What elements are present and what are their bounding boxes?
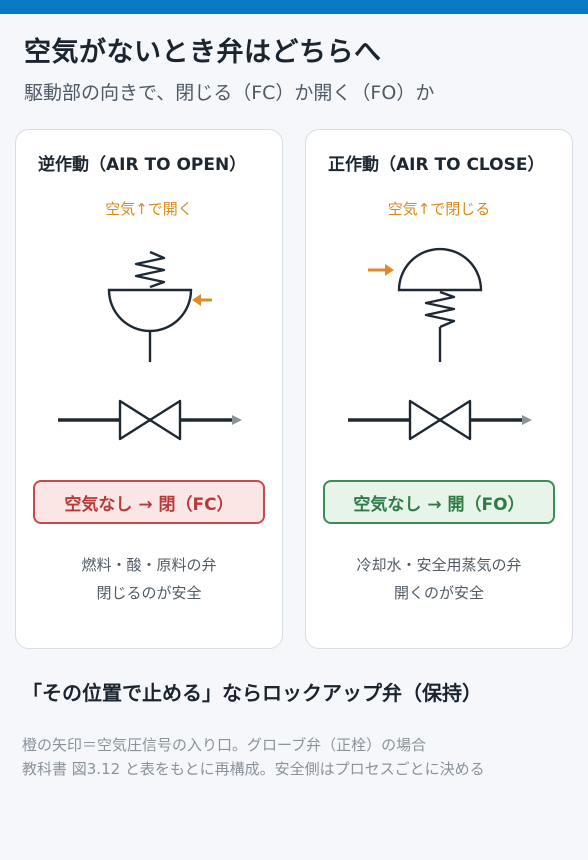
footnote-line: 橙の矢印＝空気圧信号の入り口。グローブ弁（正栓）の場合 (22, 736, 427, 754)
diaphragm-actuator-icon (107, 288, 193, 333)
footnote-line: 教科書 図3.12 と表をもとに再構成。安全側はプロセスごとに決める (22, 760, 485, 778)
card-title: 正作動（AIR TO CLOSE） (328, 155, 545, 175)
lockup-valve-note: 「その位置で止める」ならロックアップ弁（保持） (22, 681, 482, 705)
air-action-note: 空気↑で開く (105, 200, 193, 218)
card-title: 逆作動（AIR TO OPEN） (38, 155, 247, 175)
application-text: 燃料・酸・原料の弁 閉じるのが安全 (16, 551, 282, 607)
fail-closed-badge: 空気なし → 閉（FC） (33, 480, 265, 524)
application-line: 燃料・酸・原料の弁 (81, 556, 217, 574)
direct-acting-card: 正作動（AIR TO CLOSE） 空気↑で閉じる 空気なし → 開（FO） 冷… (305, 129, 573, 649)
spring-icon (134, 250, 166, 289)
flow-arrow-icon (232, 415, 242, 425)
spring-icon (424, 290, 456, 329)
reverse-acting-card: 逆作動（AIR TO OPEN） 空気↑で開く 空気なし → 閉（FC） 燃料・… (15, 129, 283, 649)
flow-arrow-icon (522, 415, 532, 425)
application-line: 閉じるのが安全 (96, 584, 202, 602)
reverse-acting-diagram (58, 250, 242, 441)
valve-body-icon (408, 399, 442, 441)
application-line: 冷却水・安全用蒸気の弁 (356, 556, 522, 574)
page-subtitle: 駆動部の向きで、閉じる（FC）か開く（FO）か (24, 82, 435, 104)
footnote: 橙の矢印＝空気圧信号の入り口。グローブ弁（正栓）の場合 教科書 図3.12 と表… (22, 733, 485, 781)
application-line: 開くのが安全 (393, 584, 484, 602)
diaphragm-actuator-icon (397, 247, 483, 292)
application-text: 冷却水・安全用蒸気の弁 開くのが安全 (306, 551, 572, 607)
page-title: 空気がないとき弁はどちらへ (24, 37, 382, 68)
top-accent-bar (0, 0, 588, 14)
direct-acting-diagram (348, 247, 532, 441)
air-action-note: 空気↑で閉じる (387, 200, 491, 218)
fail-open-badge: 空気なし → 開（FO） (323, 480, 555, 524)
valve-body-icon (118, 399, 152, 441)
